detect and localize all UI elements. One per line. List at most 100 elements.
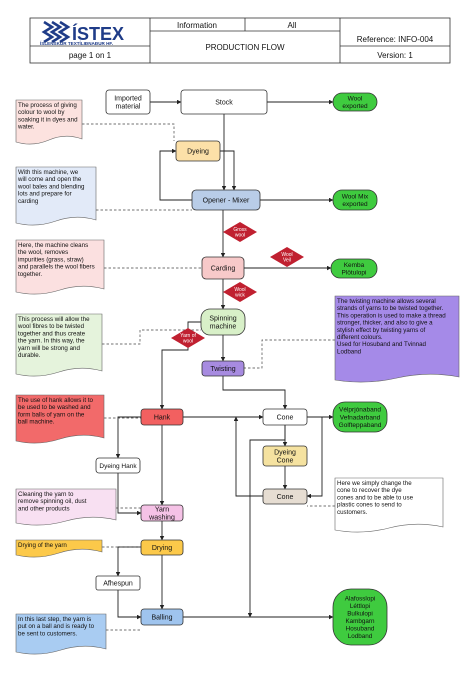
node-yarn-washing: Yarn washing [140,504,184,522]
note-washing-line: Cleaning the yarn to [18,491,74,498]
istex-logo: ÍSTEX ÍSLENSKUR TEXTÍLIÐNAÐUR HF. [40,20,124,46]
note-balling-line: put on a ball and is ready to [18,623,95,630]
page-number: page 1 on 1 [69,51,112,60]
diamonds.yarn_wool-text-line: Yarn of [180,333,196,339]
nodes.imported-text-line: Imported [114,95,142,102]
node-final-products: AlafosslopiLéttlopiBulkulopiKambgarnHosu… [332,588,388,646]
note-twisting-line: Lodband [337,348,362,355]
node-balling: Balling [140,608,184,626]
diamonds.wool_veil-text-line: Veil [283,258,291,264]
nodes.spinning-text-line: Spinning [209,315,236,322]
nodes.spinning-text-line: machine [210,324,237,331]
document-title: PRODUCTION FLOW [205,43,285,52]
note-opener-line: wool bales and blending [17,183,85,190]
note-balling-line: In this last step, the yarn is [18,616,91,623]
nodes.yarn_washing-text-line: Yarn [155,506,169,513]
nodes.velprjon-text-line: Vélprjónaband [339,407,381,414]
edge-dyeinghank-to-washing [117,473,142,516]
nodes.velprjon-text-line: Vefnadarband [340,414,381,421]
note-twisting-line: strands of yarns to be twisted together. [337,305,444,312]
note-washing-line: remove spinning oil, dust [18,498,87,505]
note-opener-line: will come and open the [17,176,82,183]
note-twisting-line: Used for Hosuband and Tvinnad [337,341,427,348]
diamonds.wool_wick-text-line: Wool [234,287,245,293]
note-hank-line: The use of hank allows it to [18,397,94,404]
logo-text: ÍSTEX [72,23,124,44]
nodes.stock-text-line: Stock [215,100,233,107]
logo-subtitle: ÍSLENSKUR TEXTÍLIÐNAÐUR HF. [40,39,113,46]
nodes.yarn_washing-text-line: washing [148,515,175,522]
edge-twisting-to-cone-branch [222,376,288,410]
note-carding-line: the wool, removes [18,249,68,256]
note-twisting-line: stylish effect by twisting yarns of [337,327,426,334]
note-dyeing-line: soaking it in dyes and [18,116,78,123]
edge-cone-to-right-branch [306,416,323,499]
note-spinning-line: This process will allow the [18,316,90,323]
note-opener-line: lots and prepare for [18,191,72,198]
note-balling-line: be sent to customers. [18,630,77,637]
note-washing-line: and other products [18,505,70,512]
nodes.final_products-text-line: Léttlopi [350,603,370,610]
note-twisting-line: different colours. [337,334,383,341]
nodes.carding-text-line: Carding [211,265,236,272]
note-dyeing-line: water. [17,124,35,131]
nodes.final_products-text-line: Kambgarn [345,618,375,625]
edge-opener-to-dyeing [159,148,192,201]
diamonds.gross_wool-text-line: Gross [233,227,247,233]
diamonds.wool_wick-text-line: wick [235,293,245,299]
edge-afhespun-to-balling [117,590,142,620]
edge-drying-to-afhespun [115,546,141,577]
edge-spinning-to-left [159,321,201,410]
node-afhespun: Afhespun [95,575,141,591]
nodes.twisting-text-line: Twisting [210,366,235,373]
nodes.cone-text-line: Cone [277,414,294,421]
document-header: ÍSTEX ÍSLENSKUR TEXTÍLIÐNAÐUR HF. page 1… [29,17,451,64]
nodes.dyeing_hank-text-line: Dyeing Hank [99,463,137,470]
note-cone-line: cone to recover the dye [337,487,402,494]
nodes.drying-text-line: Drying [152,545,172,552]
note-opener-line: carding [18,198,39,205]
nodes.dyeing_cone-text-line: Dyeing [274,449,296,456]
node-cone2: Cone [262,488,308,505]
note-carding-line: Here, the machine cleans [18,242,88,249]
note-twisting-line: This operation is used to make a thread [337,312,446,319]
note-drying-line: Drying of the yarn [18,542,67,549]
node-dyeing-hank: Dyeing Hank [95,457,141,474]
dashed-link-spinning-note [102,329,201,345]
node-stock: Stock [180,89,268,115]
node-cone: Cone [262,408,308,426]
nodes.wool_exported-text-line: exported [342,103,368,110]
note-dyeing-line: colour to wool by [18,109,65,116]
note-spinning-line: together and thus create [18,330,86,337]
note-carding-line: impurities (grass, straw) [18,256,84,263]
note-cone-line: customers. [337,509,368,516]
note-drying: Drying of the yarn [15,539,103,558]
nodes.dyeing_cone-text-line: Cone [277,458,294,465]
nodes.afhespun-text-line: Afhespun [103,581,133,588]
nodes.wool_exported-text-line: Wool [348,95,363,102]
edge-hank-left-to-dyeinghank [115,416,141,459]
node-drying: Drying [140,539,184,556]
edge-cone2-to-hank-line [233,416,263,497]
nodes.velprjon-text-line: Golfteppaband [339,422,382,429]
note-opener-line: With this machine, we [18,169,79,176]
note-hank-line: ball machine. [18,419,55,426]
edge-dyeing-to-opener [220,150,237,191]
nodes.final_products-text-line: Lodband [348,633,373,640]
nodes.final_products-text-line: Bulkulopi [347,611,373,618]
nodes.final_products-text-line: Alafosslopi [345,596,375,603]
nodes.balling-text-line: Balling [151,615,172,622]
